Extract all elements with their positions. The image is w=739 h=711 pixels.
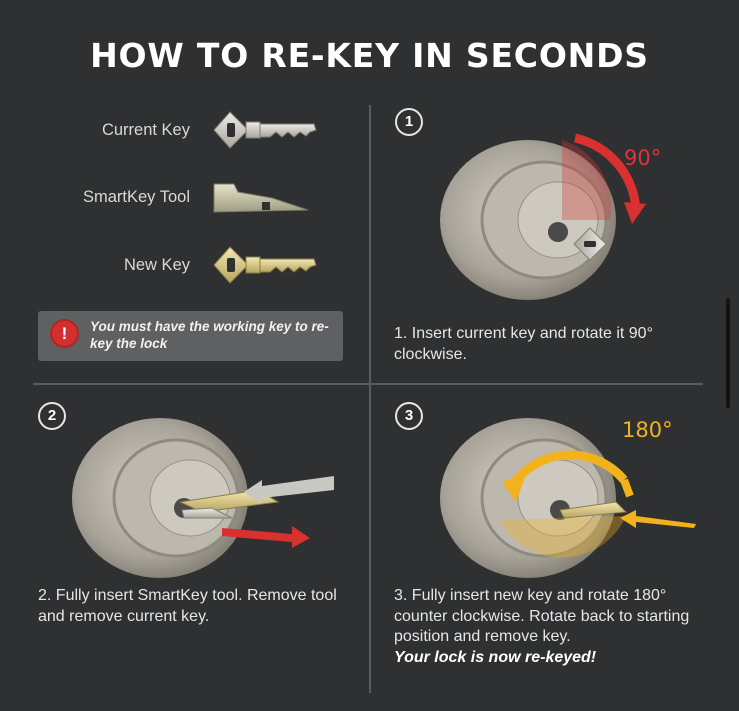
smartkey-tool-label: SmartKey Tool xyxy=(83,188,190,206)
step-2-lock-illustration xyxy=(72,418,334,578)
warning-text: You must have the working key to re-key … xyxy=(90,319,329,351)
current-key-label: Current Key xyxy=(101,121,190,139)
warning-icon: ! xyxy=(52,321,77,346)
step-3-badge: 3 xyxy=(395,402,423,430)
page-title: HOW TO RE-KEY IN SECONDS xyxy=(90,36,649,75)
step-3-lock-illustration xyxy=(440,418,696,578)
step-1-badge: 1 xyxy=(395,108,423,136)
step-1-text: 1. Insert current key and rotate it 90° … xyxy=(394,325,653,363)
horizontal-divider xyxy=(33,383,703,385)
step-1-lock-illustration xyxy=(440,133,646,300)
step-3-instructions: 3. Fully insert new key and rotate 180° … xyxy=(394,587,690,645)
warning-box: ! You must have the working key to re-ke… xyxy=(38,311,343,361)
step-3-emphasis: Your lock is now re-keyed! xyxy=(394,648,597,666)
step-2-text: 2. Fully insert SmartKey tool. Remove to… xyxy=(38,587,337,625)
step-3-text: 3. Fully insert new key and rotate 180° … xyxy=(394,586,714,668)
new-key-label: New Key xyxy=(123,256,190,274)
current-key-icon xyxy=(213,111,317,149)
step-3-angle-label: 180° xyxy=(622,418,673,442)
scrollbar[interactable] xyxy=(726,298,730,408)
step-1-angle-label: 90° xyxy=(624,146,662,170)
new-key-icon xyxy=(213,246,317,284)
step-2-badge: 2 xyxy=(38,402,66,430)
smartkey-tool-icon xyxy=(213,183,309,213)
vertical-divider xyxy=(369,105,371,693)
